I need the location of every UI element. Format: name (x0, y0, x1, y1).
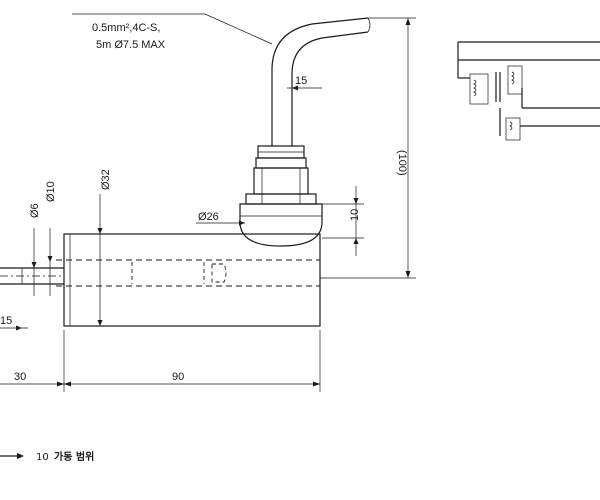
dim-30-label: 30 (14, 371, 26, 383)
dim-10-right: 10 (322, 186, 364, 256)
cable-gland (239, 145, 323, 247)
dim-26-label: Ø26 (198, 211, 219, 223)
cable-note-leader (72, 13, 273, 45)
dim-100-label: (100) (396, 150, 408, 176)
cable-inner-line (291, 31, 369, 146)
plunger-head (211, 263, 227, 283)
dim-100: (100) (320, 17, 416, 279)
shaft (0, 267, 64, 285)
cable-note-line1: 0.5mm²,4C-S, (92, 22, 160, 34)
legend-value: 10 (36, 452, 49, 463)
dim-10-right-label: 10 (349, 209, 361, 221)
legend: 10 가동 범위 (0, 450, 94, 463)
cable (271, 17, 371, 146)
legend-label: 가동 범위 (54, 450, 94, 463)
dim-10-left-label: Ø10 (45, 181, 57, 202)
dim-90-label: 90 (172, 371, 184, 383)
dim-32: Ø32 (97, 169, 112, 326)
dim-15-left: 15 (0, 315, 28, 331)
main-body (56, 233, 321, 327)
dim-32-label: Ø32 (100, 169, 112, 190)
dim-15-top: 15 (287, 75, 322, 91)
dim-15-left-label: 15 (0, 315, 12, 327)
dim-6-10: Ø6 Ø10 (29, 181, 57, 296)
cable-note: 0.5mm²,4C-S, 5m Ø7.5 MAX (72, 13, 273, 51)
dim-6-label: Ø6 (29, 203, 41, 218)
dim-26: Ø26 (196, 211, 245, 226)
body-outline (63, 233, 321, 327)
wiring-schematic (457, 41, 600, 141)
cable-note-line2: 5m Ø7.5 MAX (96, 39, 166, 51)
dim-bottom: 30 90 (0, 330, 321, 392)
dim-15-top-label: 15 (295, 75, 307, 87)
cable-end (367, 17, 371, 33)
cable-outer-line (271, 17, 369, 146)
